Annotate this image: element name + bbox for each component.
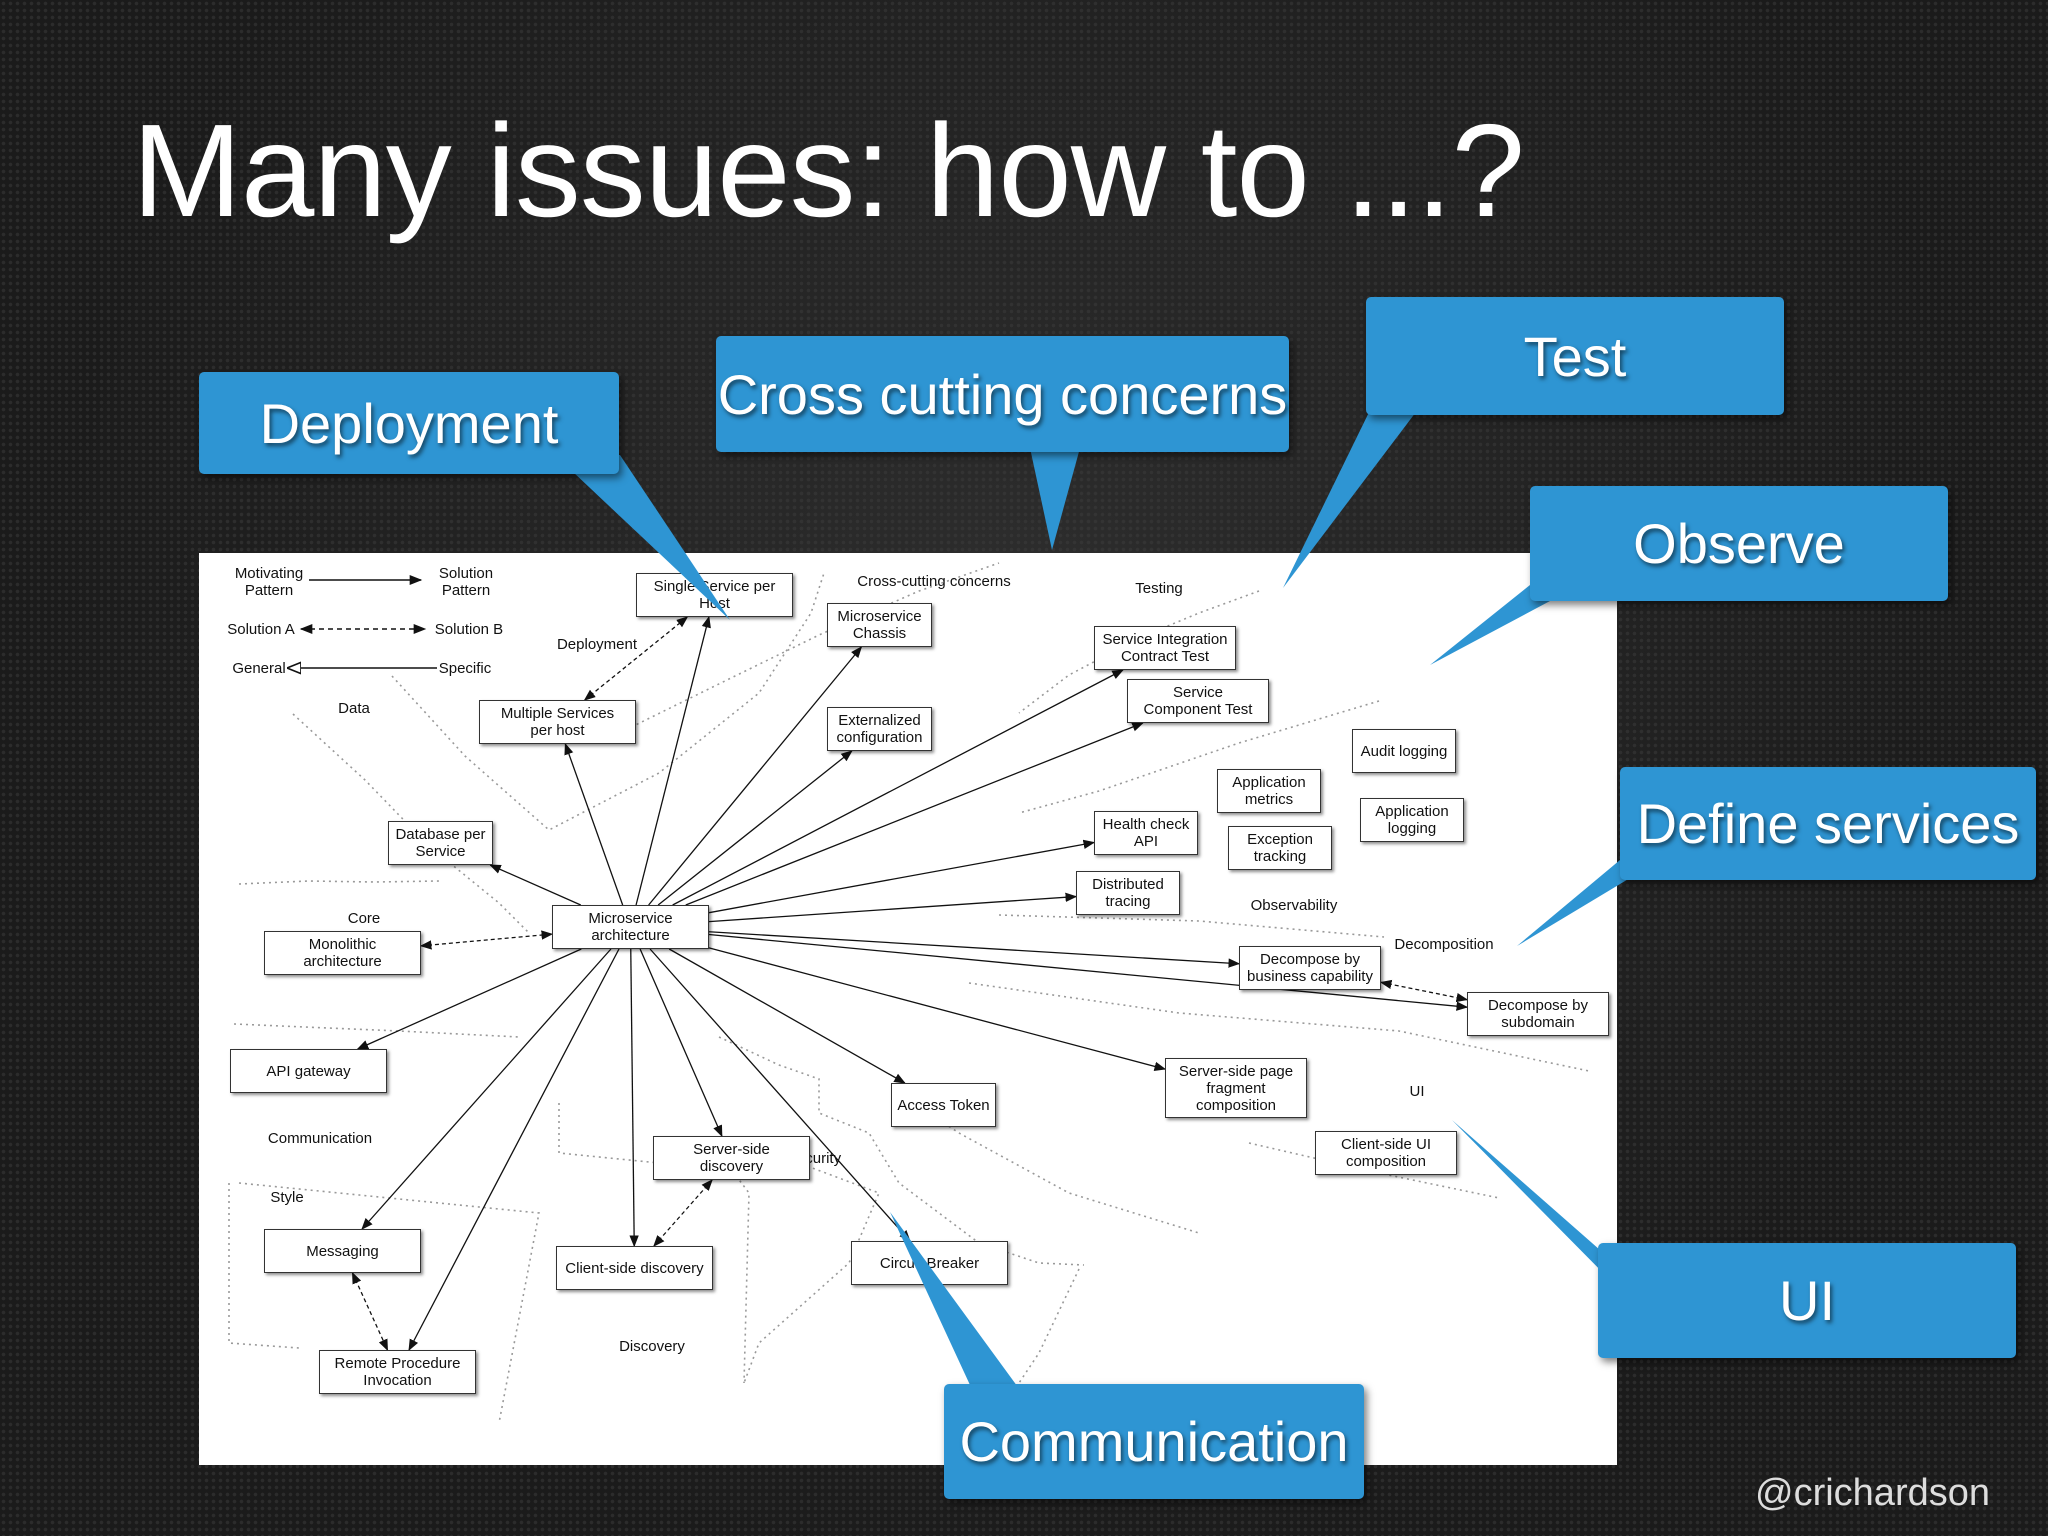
callout-define-services: Define services xyxy=(1620,767,2036,880)
node-service-integration-contract-test[interactable]: Service Integration Contract Test xyxy=(1094,626,1236,670)
edge-to-database-per-service xyxy=(489,864,582,906)
legend-motivating-pattern: Motivating Pattern xyxy=(234,565,304,599)
callout-deployment: Deployment xyxy=(199,372,619,474)
edge-to-distributed-tracing xyxy=(708,892,1078,923)
edge-to-messaging xyxy=(361,948,612,1230)
node-messaging[interactable]: Messaging xyxy=(264,1229,421,1273)
node-microservice-chassis[interactable]: Microservice Chassis xyxy=(827,603,932,647)
group-label-deployment: Deployment xyxy=(556,636,638,653)
group-label-testing: Testing xyxy=(1135,580,1183,597)
boundary-style xyxy=(238,1182,540,1424)
node-client-side-discovery[interactable]: Client-side discovery xyxy=(556,1246,713,1290)
slide-title: Many issues: how to ...? xyxy=(132,97,1525,244)
boundary-data-deployment xyxy=(391,572,825,831)
edge-multiple-vs-single-host xyxy=(583,616,689,701)
edge-to-multiple-services-per-host xyxy=(564,742,624,906)
callout-ui: UI xyxy=(1598,1243,2016,1358)
edge-to-microservice-chassis xyxy=(648,646,863,906)
edge-to-server-side-discovery xyxy=(639,948,723,1138)
node-audit-logging[interactable]: Audit logging xyxy=(1352,729,1456,773)
group-label-observability: Observability xyxy=(1250,897,1338,914)
edge-to-client-side-discovery xyxy=(629,948,639,1248)
group-label-decomposition: Decomposition xyxy=(1394,936,1494,953)
group-label-ui: UI xyxy=(1409,1083,1425,1100)
boundary-testing xyxy=(1018,590,1260,714)
node-server-side-page-fragment-composition[interactable]: Server-side page fragment composition xyxy=(1165,1058,1307,1118)
edge-messaging-vs-rpi xyxy=(351,1271,389,1352)
node-decompose-by-subdomain[interactable]: Decompose by subdomain xyxy=(1467,992,1609,1036)
node-database-per-service[interactable]: Database per Service xyxy=(388,821,493,865)
legend-solution-a: Solution A xyxy=(227,621,295,638)
node-externalized-configuration[interactable]: Externalized configuration xyxy=(827,707,932,751)
node-client-side-ui-composition[interactable]: Client-side UI composition xyxy=(1315,1131,1457,1175)
legend-general: General xyxy=(232,660,286,677)
node-circuit-breaker[interactable]: Circuit Breaker xyxy=(851,1241,1008,1285)
author-handle: @crichardson xyxy=(1755,1472,1990,1514)
group-label-communication: Communication xyxy=(267,1130,373,1147)
node-application-metrics[interactable]: Application metrics xyxy=(1217,769,1321,813)
node-exception-tracking[interactable]: Exception tracking xyxy=(1228,826,1332,870)
callout-communication: Communication xyxy=(944,1384,1364,1499)
group-label-cross-cutting: Cross-cutting concerns xyxy=(857,573,1011,590)
cross-cutting-callout-pointer xyxy=(1030,448,1080,550)
edge-to-service-integration-contract-test xyxy=(672,669,1124,906)
edge-to-service-component-test xyxy=(685,722,1144,906)
node-single-service-per-host[interactable]: Single Service per Host xyxy=(636,573,793,617)
edge-to-decompose-by-subdomain xyxy=(708,933,1469,1011)
node-health-check-api[interactable]: Health check API xyxy=(1094,811,1198,855)
diagram-connectors xyxy=(228,562,1590,1424)
group-label-data: Data xyxy=(338,700,370,717)
node-api-gateway[interactable]: API gateway xyxy=(230,1049,387,1093)
legend-solution-b: Solution B xyxy=(434,621,504,638)
edge-to-health-check-api xyxy=(708,839,1096,914)
legend-specific: Specific xyxy=(438,660,492,677)
edge-decomposition-alternatives xyxy=(1379,979,1469,1003)
node-microservice-architecture[interactable]: Microservice architecture xyxy=(552,905,709,949)
group-label-style: Style xyxy=(270,1189,304,1206)
callout-cross-cutting-concerns: Cross cutting concerns xyxy=(716,336,1289,452)
node-service-component-test[interactable]: Service Component Test xyxy=(1127,679,1269,723)
node-decompose-by-business-capability[interactable]: Decompose by business capability xyxy=(1239,946,1381,990)
callout-test: Test xyxy=(1366,297,1784,415)
node-access-token[interactable]: Access Token xyxy=(891,1083,996,1127)
boundary-security-right xyxy=(1018,1268,1080,1384)
edge-to-server-side-page-fragment-composition xyxy=(708,947,1167,1071)
node-monolithic-architecture[interactable]: Monolithic architecture xyxy=(264,931,421,975)
callout-observe: Observe xyxy=(1530,486,1948,601)
node-multiple-services-per-host[interactable]: Multiple Services per host xyxy=(479,700,636,744)
node-server-side-discovery[interactable]: Server-side discovery xyxy=(653,1136,810,1180)
boundary-decomposition xyxy=(968,982,1590,1072)
edge-to-circuit-breaker xyxy=(649,948,911,1242)
boundary-observability xyxy=(1018,700,1380,814)
edge-to-decompose-by-business-capability xyxy=(708,931,1241,968)
edge-to-api-gateway xyxy=(356,948,582,1050)
edge-to-externalized-configuration xyxy=(657,750,853,906)
boundary-observability-bottom xyxy=(998,914,1385,938)
edge-monolith-vs-microservice xyxy=(419,930,554,950)
edge-discovery-alternatives xyxy=(653,1179,713,1247)
node-distributed-tracing[interactable]: Distributed tracing xyxy=(1076,871,1180,915)
edge-to-remote-procedure-invocation xyxy=(408,948,620,1352)
boundary-core-bottom xyxy=(233,1023,520,1038)
edge-to-single-service-per-host xyxy=(635,615,711,906)
edge-to-access-token xyxy=(668,948,906,1084)
pattern-diagram: Motivating Pattern Solution Pattern Solu… xyxy=(199,553,1617,1465)
boundary-core-top xyxy=(238,880,440,885)
group-label-discovery: Discovery xyxy=(619,1338,685,1355)
group-label-core: Core xyxy=(347,910,381,927)
node-application-logging[interactable]: Application logging xyxy=(1360,798,1464,842)
node-remote-procedure-invocation[interactable]: Remote Procedure Invocation xyxy=(319,1350,476,1394)
legend-solution-pattern: Solution Pattern xyxy=(438,565,494,599)
boundary-data-core xyxy=(292,713,530,934)
